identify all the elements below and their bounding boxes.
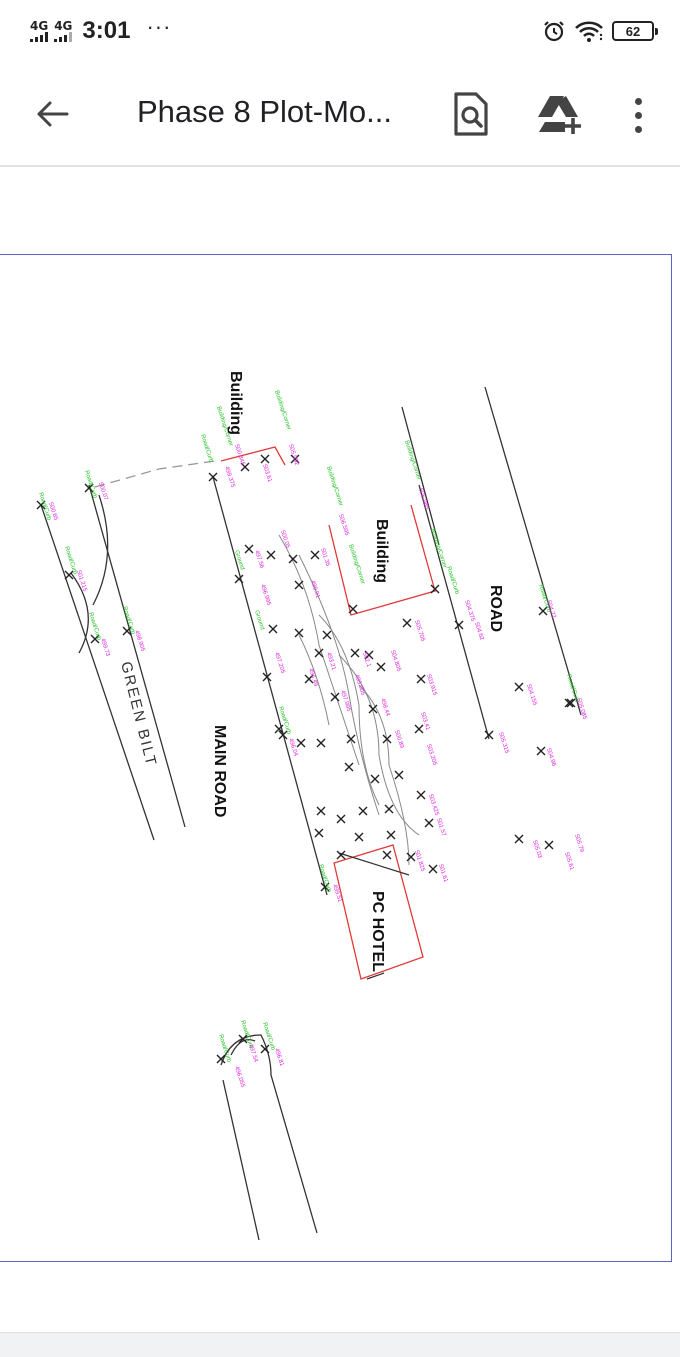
svg-text:499.51: 499.51 (331, 884, 343, 904)
svg-text:500.65: 500.65 (47, 502, 59, 522)
contour-lines (278, 534, 420, 866)
notification-dots: ··· (146, 14, 172, 39)
svg-text:502.1: 502.1 (361, 652, 372, 669)
svg-text:504.22: 504.22 (545, 600, 557, 620)
document-title: Phase 8 Plot-Mo... (137, 94, 393, 129)
status-left: 4G 4G 3:01 ··· (30, 14, 171, 48)
svg-text:504.62: 504.62 (473, 622, 485, 642)
svg-text:500.05: 500.05 (279, 530, 291, 550)
pdf-page: Road/Curb Road/Curb Road/Curb Road/Curb … (0, 254, 672, 1262)
green-belt-lines (40, 484, 186, 841)
svg-text:496.81: 496.81 (273, 1048, 285, 1068)
building-outlines (220, 446, 436, 980)
svg-text:506.595: 506.595 (337, 514, 350, 537)
svg-text:Building/Corner: Building/Corner (325, 466, 343, 507)
pdf-viewer[interactable]: Road/Curb Road/Curb Road/Curb Road/Curb … (0, 167, 680, 1332)
svg-text:498.44: 498.44 (379, 698, 391, 718)
svg-text:505.985: 505.985 (417, 488, 430, 511)
label-main-road: MAIN ROAD (211, 725, 228, 817)
elevation-labels: 500.65 500.07 501.215 499.73 498.905 499… (47, 444, 588, 1089)
svg-text:Road/Curb: Road/Curb (87, 612, 102, 642)
svg-text:497.56: 497.56 (253, 550, 265, 570)
svg-text:503.41: 503.41 (419, 712, 431, 732)
svg-text:496.04: 496.04 (287, 738, 299, 758)
battery-icon: 62 (612, 21, 658, 41)
svg-text:501.35: 501.35 (319, 548, 331, 568)
find-in-document-button[interactable] (448, 90, 492, 138)
survey-points (36, 454, 576, 1064)
site-plan-drawing: Road/Curb Road/Curb Road/Curb Road/Curb … (36, 371, 588, 1241)
label-building-top: Building (227, 371, 244, 435)
more-vert-icon (634, 97, 642, 105)
svg-text:505.705: 505.705 (413, 620, 426, 643)
add-to-drive-button[interactable] (536, 92, 584, 138)
svg-text:501.61: 501.61 (437, 864, 449, 884)
svg-text:503.425: 503.425 (427, 794, 440, 817)
svg-text:504.155: 504.155 (525, 684, 538, 707)
svg-text:505.085: 505.085 (575, 698, 588, 721)
svg-text:Ground: Ground (233, 550, 245, 571)
label-road-right: ROAD (487, 585, 504, 632)
label-pc-hotel: PC HOTEL (369, 891, 386, 972)
svg-text:497.205: 497.205 (273, 652, 286, 675)
svg-text:Building/Corner: Building/Corner (429, 528, 447, 569)
svg-text:499.73: 499.73 (99, 638, 111, 658)
signal-icon: 4G (30, 20, 48, 42)
svg-text:505.61: 505.61 (563, 852, 575, 872)
svg-text:504.805: 504.805 (389, 650, 402, 673)
lower-road-lines (220, 1034, 318, 1241)
svg-text:499.91: 499.91 (309, 580, 321, 600)
more-options-button[interactable] (626, 92, 650, 138)
svg-text:497.54: 497.54 (247, 1044, 259, 1064)
wifi-icon (575, 21, 603, 42)
svg-text:500.89: 500.89 (393, 730, 405, 750)
svg-text:501.825: 501.825 (413, 850, 426, 873)
svg-text:505.03: 505.03 (531, 840, 543, 860)
main-road-lines (94, 386, 582, 896)
svg-text:505.315: 505.315 (497, 732, 510, 755)
clock: 3:01 (82, 17, 131, 44)
svg-text:496.49: 496.49 (307, 668, 319, 688)
svg-text:496.055: 496.055 (233, 1066, 246, 1089)
svg-text:501.57: 501.57 (435, 818, 447, 838)
svg-text:Ground: Ground (253, 610, 265, 631)
find-in-page-icon (454, 92, 488, 136)
arrow-left-icon (37, 101, 69, 127)
svg-text:503.61: 503.61 (261, 464, 273, 484)
bottom-strip (0, 1332, 680, 1357)
status-bar: 4G 4G 3:01 ··· 62 (0, 0, 680, 62)
battery-level: 62 (625, 23, 641, 39)
svg-text:500.07: 500.07 (97, 482, 109, 502)
back-button[interactable] (28, 92, 76, 136)
svg-text:Road/Curb: Road/Curb (317, 864, 332, 894)
label-building-mid: Building (373, 519, 390, 583)
svg-text:504.96: 504.96 (545, 748, 557, 768)
signal-icon-2: 4G (54, 20, 72, 42)
svg-text:496.995: 496.995 (259, 584, 272, 607)
drive-add-icon (538, 96, 581, 134)
svg-text:Building/Corner: Building/Corner (273, 390, 291, 431)
status-right: 62 (542, 16, 658, 46)
app-bar: Phase 8 Plot-Mo... (0, 62, 680, 167)
alarm-icon (544, 21, 564, 42)
svg-text:Building/Corner: Building/Corner (347, 544, 365, 585)
svg-text:Road/Curb: Road/Curb (445, 566, 460, 596)
svg-text:505.79: 505.79 (573, 834, 585, 854)
svg-text:493.21: 493.21 (325, 652, 337, 672)
point-code-labels: Road/Curb Road/Curb Road/Curb Road/Curb … (37, 390, 580, 1064)
svg-text:499.375: 499.375 (223, 466, 236, 489)
svg-text:504.375: 504.375 (463, 600, 476, 623)
svg-text:Road/Curb: Road/Curb (199, 434, 214, 464)
svg-text:503.205: 503.205 (425, 744, 438, 767)
svg-text:503.915: 503.915 (425, 674, 438, 697)
